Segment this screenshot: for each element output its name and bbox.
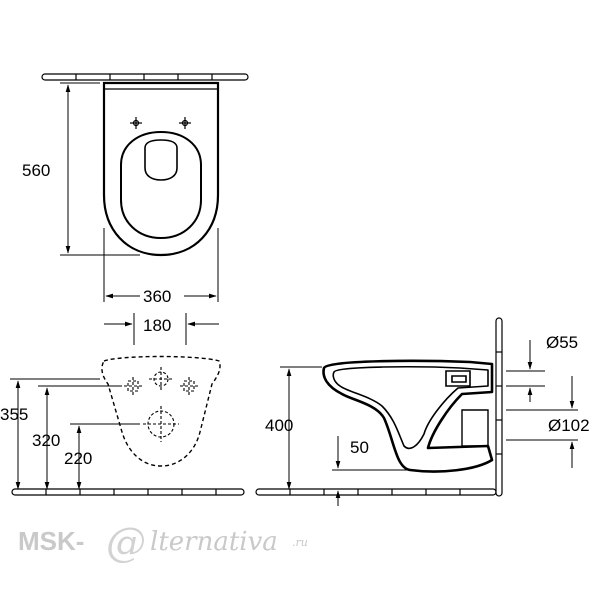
dim-front-low-height-label: 220: [64, 449, 92, 468]
dim-top-depth: [60, 82, 140, 256]
dim-outlet-diameter-label: Ø102: [548, 416, 590, 435]
dim-fixing-spacing-label: 180: [143, 316, 171, 335]
top-wall-band: [41, 73, 249, 81]
dim-top-width: [103, 228, 219, 302]
side-outlet-detail: [461, 409, 489, 447]
dim-top-width-label: 360: [143, 287, 171, 306]
watermark-suffix: .ru: [292, 536, 308, 549]
side-inlet-detail: [445, 370, 471, 387]
dim-outlet-diameter: [506, 376, 578, 468]
side-bowl-outer: [322, 359, 494, 473]
watermark-tail: lternativa: [150, 527, 278, 557]
watermark-brand: MSK-: [18, 526, 84, 556]
dim-side-offset: [332, 436, 410, 506]
side-view: 400 50 Ø55 Ø102: [255, 317, 590, 506]
dim-side-height: [280, 366, 322, 490]
front-floor-band: [11, 488, 245, 496]
dim-front-height: [10, 378, 100, 490]
side-wall: [495, 317, 503, 497]
dim-top-depth-label: 560: [22, 161, 50, 180]
dim-inlet-diameter-label: Ø55: [546, 333, 578, 352]
dim-front-fix-height: [38, 385, 122, 490]
watermark: MSK- @ lternativa .ru: [18, 520, 308, 566]
dim-fixing-spacing: [104, 313, 219, 345]
side-floor-band: [255, 488, 497, 496]
side-bowl-inner: [332, 366, 489, 450]
top-rim-recess: [144, 139, 178, 181]
dim-front-height-label: 355: [0, 405, 28, 424]
top-seat-opening: [120, 130, 202, 240]
dim-front-fix-height-label: 320: [32, 431, 60, 450]
front-fixing-marks: [124, 367, 198, 442]
dim-inlet-diameter: [506, 340, 545, 402]
top-bowl-outline: [102, 81, 220, 257]
top-view: 560 360 180: [22, 73, 249, 345]
dim-front-low-height: [70, 423, 140, 490]
dim-side-height-label: 400: [265, 416, 293, 435]
front-view: 355 320 220: [0, 355, 245, 496]
watermark-at-logo: @: [106, 520, 146, 566]
front-bowl-outline: [101, 355, 221, 467]
top-fixing-holes: [130, 117, 191, 129]
dim-side-offset-label: 50: [350, 438, 369, 457]
